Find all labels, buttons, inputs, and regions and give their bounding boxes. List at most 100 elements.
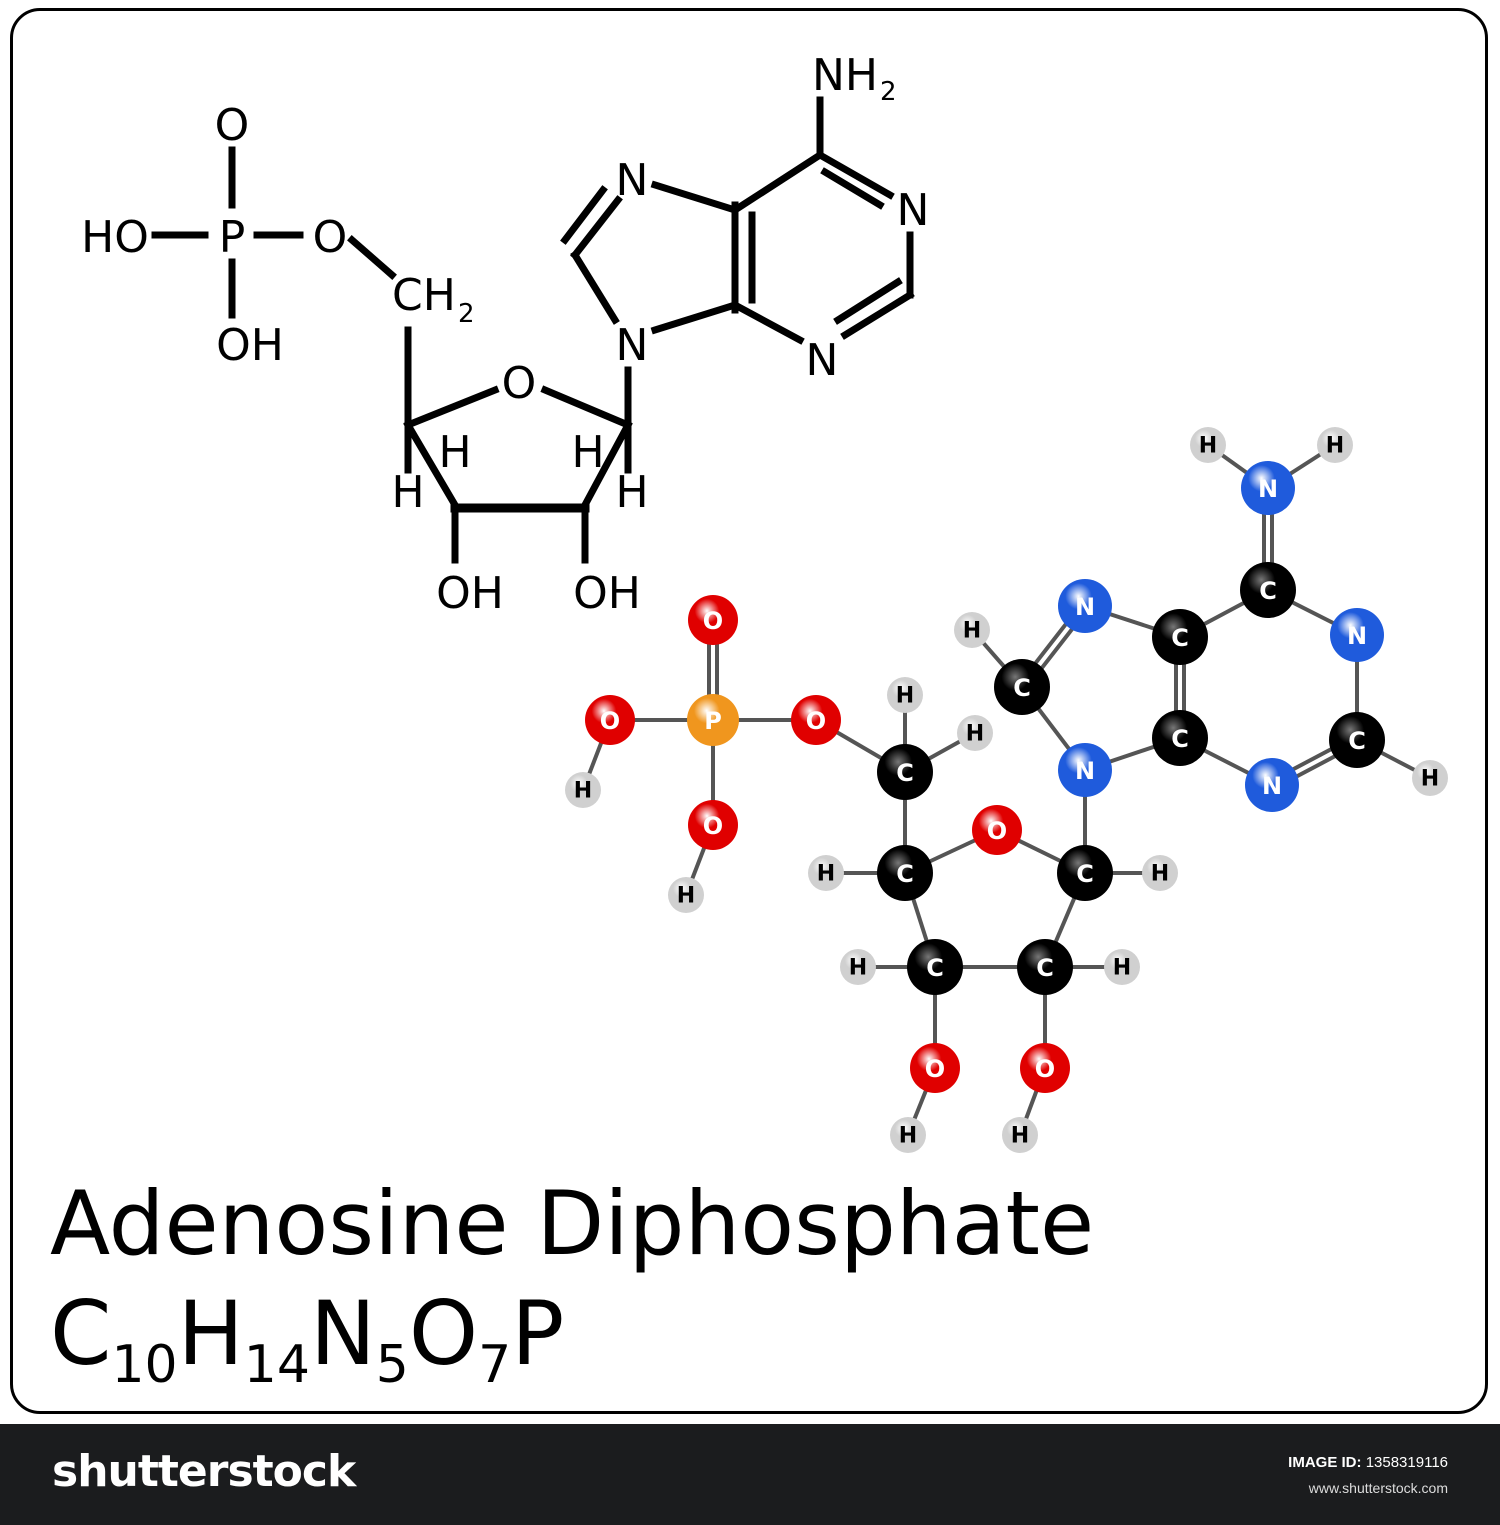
image-id-value: 1358319116: [1365, 1454, 1448, 1471]
atom-label: C: [896, 860, 914, 888]
atom-label: O: [600, 707, 620, 735]
atom-ball: [1002, 1117, 1038, 1153]
atom-ball: [954, 612, 990, 648]
label-o-top: O: [215, 100, 250, 151]
atom-h: H: [668, 877, 704, 913]
atom-ball: [687, 694, 739, 746]
label-o-ring: O: [502, 358, 537, 409]
atom-label: C: [1348, 727, 1366, 755]
atom-ball: [1057, 845, 1113, 901]
atom-n: N: [1330, 608, 1384, 662]
atom-label: N: [1075, 757, 1095, 785]
atom-c: C: [877, 744, 933, 800]
atom-label: N: [1262, 772, 1282, 800]
atom-c: C: [1329, 712, 1385, 768]
bond-c5-c6: [730, 150, 825, 215]
atom-h: H: [1104, 949, 1140, 985]
atom-c: C: [994, 659, 1050, 715]
structural-formula: O HO P O OH CH 2 NH 2 N N N N O H H H H …: [81, 50, 929, 619]
atom-c: C: [1240, 562, 1296, 618]
label-oh-c2: OH: [573, 568, 641, 619]
molecule-diagram: O HO P O OH CH 2 NH 2 N N N N O H H H H …: [81, 50, 1448, 1153]
atom-label: H: [1011, 1124, 1029, 1149]
atom-ball: [1104, 949, 1140, 985]
atom-c: C: [877, 845, 933, 901]
atom-h: H: [1412, 760, 1448, 796]
image-id-label: IMAGE ID:: [1288, 1454, 1362, 1471]
atom-ball: [877, 744, 933, 800]
atom-p: P: [687, 694, 739, 746]
atom-ball: [1020, 1043, 1070, 1093]
atom-label: C: [1171, 624, 1189, 652]
atom-ball: [1152, 609, 1208, 665]
atom-ball: [1412, 760, 1448, 796]
atom-label: H: [677, 884, 695, 909]
atom-label: H: [1151, 862, 1169, 887]
atom-ball: [890, 1117, 926, 1153]
atom-h: H: [1002, 1117, 1038, 1153]
atom-label: C: [926, 954, 944, 982]
atom-ball: [972, 805, 1022, 855]
label-n1: N: [897, 185, 930, 236]
atom-o: O: [688, 595, 738, 645]
atom-label: O: [806, 707, 826, 735]
bond-c2-n3: [840, 290, 915, 340]
atom-label: H: [1421, 767, 1439, 792]
atom-n: N: [1245, 758, 1299, 812]
bond-c8-n9: [570, 250, 620, 325]
label-n3: N: [806, 335, 839, 386]
formula-element: C: [50, 1282, 112, 1385]
atom-label: N: [1075, 593, 1095, 621]
atom-label: H: [966, 722, 984, 747]
atom-label: C: [1171, 725, 1189, 753]
atom-label: N: [1258, 475, 1278, 503]
watermark-footer: shutterstock IMAGE ID: 1358319116 www.sh…: [0, 1424, 1500, 1525]
atom-h: H: [840, 949, 876, 985]
formula-count: 14: [243, 1335, 310, 1395]
atom-ball: [887, 677, 923, 713]
label-ho: HO: [81, 212, 149, 263]
atom-ball: [668, 877, 704, 913]
atom-h: H: [1190, 427, 1226, 463]
molecular-formula: C10H14N5O7P: [50, 1290, 564, 1392]
atom-h: H: [1317, 427, 1353, 463]
bond-c2-n3-double: [833, 277, 903, 325]
atom-label: H: [1326, 434, 1344, 459]
label-oh-c3: OH: [436, 568, 504, 619]
atom-label: O: [703, 607, 723, 635]
atom-ball: [1190, 427, 1226, 463]
atom-label: C: [1036, 954, 1054, 982]
bond-ring-c4-o: [403, 385, 500, 430]
atom-c: C: [1152, 710, 1208, 766]
formula-element: O: [408, 1282, 479, 1385]
atom-h: H: [890, 1117, 926, 1153]
atom-c: C: [907, 939, 963, 995]
atom-ball: [808, 855, 844, 891]
bond-ring-c1-c2: [580, 420, 633, 510]
formula-element: P: [511, 1282, 565, 1385]
label-nh-sub: 2: [880, 77, 897, 107]
label-ch-sub: 2: [458, 299, 475, 329]
atom-ball: [1142, 855, 1178, 891]
atom-o: O: [1020, 1043, 1070, 1093]
image-id-line: IMAGE ID: 1358319116: [1288, 1454, 1448, 1471]
formula-element: N: [309, 1282, 376, 1385]
atom-label: N: [1347, 622, 1367, 650]
bond-c6-n1-double: [820, 167, 885, 210]
formula-count: 7: [478, 1335, 512, 1395]
bond-o-ch2: [347, 235, 397, 280]
atom-ball: [1241, 461, 1295, 515]
atom-label: O: [925, 1055, 945, 1083]
atom-label: H: [849, 956, 867, 981]
atom-ball: [688, 595, 738, 645]
atom-h: H: [565, 772, 601, 808]
atom-ball: [907, 939, 963, 995]
label-h-c1: H: [571, 427, 604, 478]
bond-ring-c4-c3: [403, 420, 460, 510]
brand-logo: shutterstock: [52, 1446, 356, 1497]
formula-count: 10: [111, 1335, 178, 1395]
atom-o: O: [791, 695, 841, 745]
atom-o: O: [585, 695, 635, 745]
formula-count: 5: [375, 1335, 409, 1395]
atom-ball: [1245, 758, 1299, 812]
